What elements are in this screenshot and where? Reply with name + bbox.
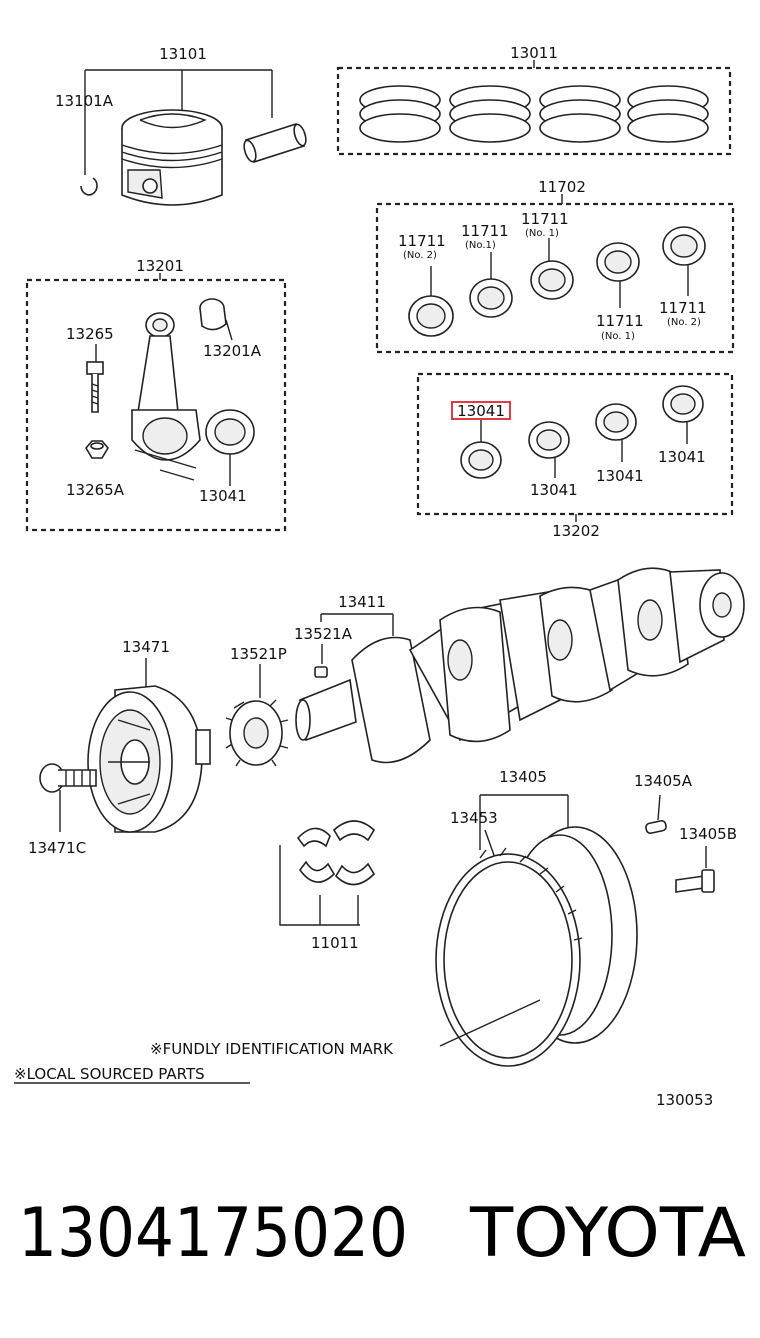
conrod-bearing-4[interactable] (662, 385, 704, 444)
local-sourced-note: ※LOCAL SOURCED PARTS (14, 1065, 205, 1083)
main-bearing-group: 11702 11711 (No. 2) 11711 ( (375, 178, 735, 354)
piston-group: 13101 13101A (55, 45, 308, 206)
label-bearing-no1-a-sub: (No.1) (465, 240, 496, 251)
conrod-bearing-1[interactable] (460, 420, 502, 479)
dowel-pin[interactable] (645, 819, 667, 835)
main-bearing-4[interactable] (596, 242, 640, 308)
piston-pin[interactable] (242, 123, 308, 163)
crankshaft-group: 13411 13521A 13521P (225, 567, 745, 767)
label-conrod-bearing-left: 13041 (199, 487, 247, 505)
label-crank-pulley: 13471 (122, 638, 170, 656)
main-bearing-3[interactable] (530, 238, 574, 300)
piston-ring-3[interactable] (539, 85, 621, 143)
label-piston-assy: 13101 (159, 45, 207, 63)
timing-pulley[interactable] (225, 699, 289, 767)
figure-number: 130053 (656, 1091, 713, 1109)
label-conrod-bearing-set: 13202 (552, 522, 600, 540)
conrod-bearing-left[interactable] (205, 409, 255, 486)
piston-ring-4[interactable] (627, 85, 709, 143)
pulley-bolt[interactable] (39, 763, 97, 832)
brand-name: TOYOTA (469, 1194, 746, 1273)
highlight-box (451, 401, 511, 420)
crankshaft[interactable] (295, 567, 745, 764)
thrust-washer-group: 11011 (279, 820, 376, 952)
conrod-bearing-2[interactable] (528, 421, 570, 478)
conrod-nut[interactable] (85, 440, 109, 459)
label-thrust-washer: 11011 (311, 934, 359, 952)
crankshaft-key[interactable] (314, 666, 328, 678)
label-piston-ring-set: 13011 (510, 44, 558, 62)
piston-ring-group: 13011 (336, 44, 732, 156)
label-bearing-no2-b: 11711 (659, 299, 707, 317)
label-flywheel-assy: 13405 (499, 768, 547, 786)
piston-ring-2[interactable] (449, 85, 531, 143)
ring-gear[interactable] (435, 847, 583, 1067)
thrust-washer-upper[interactable] (296, 820, 376, 848)
identification-leader (439, 999, 541, 1047)
label-bearing-no2-a-sub: (No. 2) (403, 250, 437, 261)
label-conrod-bearing-highlight[interactable]: 13041 (457, 402, 505, 420)
label-conrod-nut: 13265A (66, 481, 125, 499)
crank-pulley-group: 13471 13471C (28, 638, 211, 857)
crank-pulley[interactable] (87, 685, 211, 833)
label-bearing-no2-a: 11711 (398, 232, 446, 250)
identification-note: ※FUNDLY IDENTIFICATION MARK (150, 1040, 394, 1058)
label-conrod-bearing-c: 13041 (658, 448, 706, 466)
label-bearing-no2-b-sub: (No. 2) (667, 317, 701, 328)
conrod-bearing-3[interactable] (595, 403, 637, 462)
label-bearing-no1-b: 11711 (521, 210, 569, 228)
label-crankshaft-assy: 13411 (338, 593, 386, 611)
label-bearing-no1-c: 11711 (596, 312, 644, 330)
label-flywheel-bolt: 13405B (679, 825, 737, 843)
label-dowel-pin: 13405A (634, 772, 693, 790)
label-ring-gear: 13453 (450, 809, 498, 827)
label-bearing-no1-c-sub: (No. 1) (601, 331, 635, 342)
flywheel-group: 13405 13453 13405A 13405B (435, 768, 737, 1067)
label-bearing-no1-b-sub: (No. 1) (525, 228, 559, 239)
label-key: 13521A (294, 625, 353, 643)
snap-ring[interactable] (80, 177, 98, 196)
label-snap-ring: 13101A (55, 92, 114, 110)
main-bearing-2[interactable] (469, 252, 513, 318)
flywheel-bolt[interactable] (675, 869, 715, 893)
thrust-washer-lower[interactable] (299, 860, 376, 886)
label-timing-pulley: 13521P (230, 645, 287, 663)
label-conrod-bushing: 13201A (203, 342, 262, 360)
label-conrod-assy: 13201 (136, 257, 184, 275)
main-bearing-5[interactable] (662, 226, 706, 296)
label-conrod-bearing-b: 13041 (596, 467, 644, 485)
main-bearing-1[interactable] (408, 266, 454, 337)
label-conrod-bolt: 13265 (66, 325, 114, 343)
piston-ring-1[interactable] (359, 85, 441, 143)
label-pulley-bolt: 13471C (28, 839, 86, 857)
label-conrod-bearing-a: 13041 (530, 481, 578, 499)
connecting-rod[interactable] (131, 312, 201, 481)
conrod-bolt[interactable] (86, 344, 104, 413)
conrod-bushing[interactable] (199, 298, 233, 341)
label-main-bearing-set: 11702 (538, 178, 586, 196)
label-bearing-no1-a: 11711 (461, 222, 509, 240)
conrod-bearing-group: 13202 13041 13041 13041 13041 (416, 372, 734, 540)
conrod-group: 13201 13265 13 (25, 257, 287, 532)
piston[interactable] (121, 109, 223, 206)
part-number: 1304175020 (18, 1194, 408, 1273)
